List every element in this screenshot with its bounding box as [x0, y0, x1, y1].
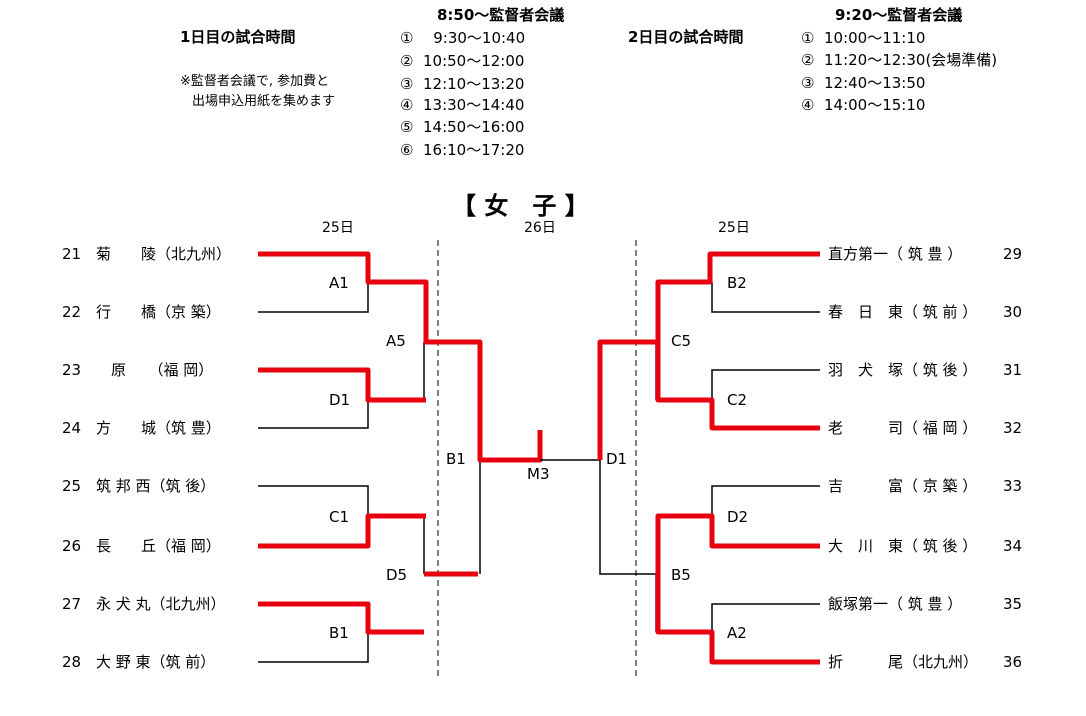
- team-name: 長 丘（福 岡）: [96, 537, 221, 555]
- day2-slot: ② 11:20～12:30(会場準備): [801, 51, 998, 69]
- day1-slot: ④ 13:30～14:40: [400, 96, 525, 114]
- team-number: 29: [1003, 245, 1023, 263]
- team-name: 直方第一（ 筑 豊 ）: [828, 245, 963, 263]
- team-name: 行 橋（京 築）: [96, 303, 221, 321]
- date-right: 25日: [718, 220, 750, 236]
- team-number: 36: [1003, 653, 1023, 671]
- team-number: 26: [62, 537, 82, 555]
- day2-slot: ① 10:00～11:10: [801, 29, 926, 47]
- left-black-lines: [258, 282, 481, 663]
- day1-slot: ① 9:30～10:40: [400, 29, 526, 47]
- left-winner-lines: [258, 251, 543, 635]
- match-label: A2: [727, 624, 747, 642]
- match-label: D2: [727, 508, 749, 526]
- match-label: D1: [329, 391, 351, 409]
- team-number: 30: [1003, 303, 1023, 321]
- date-left: 25日: [322, 220, 354, 236]
- day1-meeting: 8:50～監督者会議: [437, 6, 565, 24]
- right-winner-lines: [597, 251, 820, 665]
- note-line-1: ※監督者会議で, 参加費と: [180, 74, 330, 89]
- day1-title: 1日目の試合時間: [180, 28, 296, 46]
- team-name: 羽 犬 塚（ 筑 後 ）: [828, 361, 978, 379]
- match-label: M3: [527, 465, 550, 483]
- team-number: 23: [62, 361, 82, 379]
- team-number: 31: [1003, 361, 1023, 379]
- team-number: 22: [62, 303, 82, 321]
- day2-meeting: 9:20～監督者会議: [835, 6, 963, 24]
- team-number: 34: [1003, 537, 1023, 555]
- team-number: 32: [1003, 419, 1023, 437]
- day2-slot: ③ 12:40～13:50: [801, 74, 926, 92]
- day1-slot: ⑥ 16:10～17:20: [400, 141, 525, 159]
- match-label: B5: [671, 566, 691, 584]
- day2-title: 2日目の試合時間: [628, 28, 744, 46]
- bracket-title: 【 女 子 】: [452, 192, 589, 220]
- day1-slot: ⑤ 14:50～16:00: [400, 118, 525, 136]
- right-black-lines: [540, 282, 820, 632]
- match-label: C5: [671, 332, 692, 350]
- team-name: 菊 陵（北九州）: [96, 245, 232, 263]
- team-name: 吉 富（ 京 築 ）: [828, 477, 978, 495]
- match-label: D1: [606, 450, 628, 468]
- team-number: 24: [62, 419, 82, 437]
- day1-slot: ② 10:50～12:00: [400, 52, 525, 70]
- team-number: 25: [62, 477, 82, 495]
- match-label: D5: [386, 566, 408, 584]
- team-number: 33: [1003, 477, 1023, 495]
- team-name: 老 司（ 福 岡 ）: [828, 419, 978, 437]
- date-center: 26日: [524, 220, 556, 236]
- day2-slot: ④ 14:00～15:10: [801, 96, 926, 114]
- match-label: B1: [446, 450, 466, 468]
- note-line-2: 出場申込用紙を集めます: [192, 94, 336, 109]
- day1-slot: ③ 12:10～13:20: [400, 75, 525, 93]
- team-name: 飯塚第一（ 筑 豊 ）: [828, 595, 963, 613]
- team-name: 大 野 東（筑 前）: [96, 653, 216, 671]
- team-name: 折 尾（北九州）: [828, 653, 979, 671]
- team-name: 大 川 東（ 筑 後 ）: [828, 537, 978, 555]
- match-label: C2: [727, 391, 748, 409]
- team-name: 永 犬 丸（北九州）: [96, 595, 226, 613]
- team-number: 21: [62, 245, 82, 263]
- match-label: A5: [386, 332, 406, 350]
- match-label: B2: [727, 274, 747, 292]
- match-label: B1: [329, 624, 349, 642]
- team-name: 方 城（筑 豊）: [96, 419, 221, 437]
- match-label: A1: [329, 274, 349, 292]
- team-name: 筑 邦 西（筑 後）: [96, 477, 216, 495]
- team-name: 春 日 東（ 筑 前 ）: [828, 303, 978, 321]
- team-name: 原 （福 岡）: [96, 361, 214, 379]
- team-number: 28: [62, 653, 82, 671]
- match-label: C1: [329, 508, 350, 526]
- team-number: 27: [62, 595, 82, 613]
- team-number: 35: [1003, 595, 1023, 613]
